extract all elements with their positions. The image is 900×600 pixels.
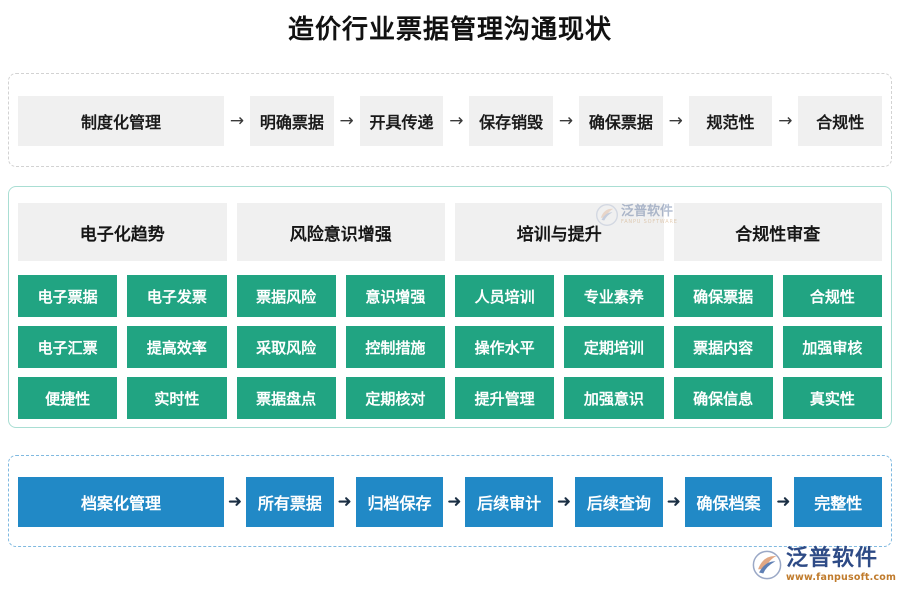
tag-cell[interactable]: 加强审核 (782, 326, 882, 368)
bottom-flow-step-5[interactable]: 确保档案 (684, 477, 773, 527)
arrow-right-icon: ➜ (556, 491, 572, 512)
bottom-flow-row: 档案化管理 ➜ 所有票据 ➜ 归档保存 ➜ 后续审计 ➜ 后续查询 ➜ 确保档案… (18, 477, 883, 527)
top-flow-step-3[interactable]: 保存销毁 (469, 96, 554, 146)
category-header-training[interactable]: 培训与提升 (455, 203, 664, 261)
tag-grid-row: 电子票据 电子发票 票据风险 意识增强 人员培训 专业素养 确保票据 合规性 (18, 275, 882, 317)
tag-cell[interactable]: 真实性 (782, 377, 882, 419)
category-header-electronic[interactable]: 电子化趋势 (18, 203, 227, 261)
tag-cell[interactable]: 意识增强 (345, 275, 445, 317)
tag-cell[interactable]: 确保票据 (673, 275, 773, 317)
top-flow-step-4[interactable]: 确保票据 (579, 96, 663, 146)
arrow-right-icon: → (778, 110, 793, 131)
page-title: 造价行业票据管理沟通现状 (287, 15, 612, 45)
tag-cell[interactable]: 实时性 (127, 377, 227, 419)
top-flow-step-2[interactable]: 开具传递 (359, 96, 444, 146)
arrow-right-icon: ➜ (337, 491, 352, 512)
category-header-row: 电子化趋势 风险意识增强 培训与提升 合规性审查 (18, 203, 882, 261)
top-flow-row: 制度化管理 → 明确票据 → 开具传递 → 保存销毁 → 确保票据 → 规范性 … (18, 96, 883, 146)
arrow-right-icon: → (558, 110, 574, 131)
tag-cell[interactable]: 定期培训 (564, 326, 664, 368)
tag-grid-row: 电子汇票 提高效率 采取风险 控制措施 操作水平 定期培训 票据内容 加强审核 (18, 326, 882, 368)
tag-cell[interactable]: 票据内容 (673, 326, 773, 368)
arrow-right-icon: ➜ (447, 491, 462, 512)
bottom-flow-step-6[interactable]: 完整性 (794, 477, 883, 527)
category-header-compliance[interactable]: 合规性审查 (673, 203, 882, 261)
arrow-right-icon: → (668, 110, 683, 131)
brand-text: 泛普软件 www.fanpusoft.com (786, 548, 896, 583)
tag-cell[interactable]: 定期核对 (345, 377, 445, 419)
tag-cell[interactable]: 加强意识 (564, 377, 664, 419)
tag-grid: 电子票据 电子发票 票据风险 意识增强 人员培训 专业素养 确保票据 合规性 电… (18, 275, 882, 419)
top-flow-step-1[interactable]: 明确票据 (250, 96, 334, 146)
bottom-flow-step-1[interactable]: 所有票据 (246, 477, 334, 527)
tag-cell[interactable]: 票据盘点 (236, 377, 336, 419)
tag-cell[interactable]: 提升管理 (455, 377, 555, 419)
brand-name: 泛普软件 (786, 546, 879, 571)
arrow-right-icon: → (339, 110, 354, 131)
bottom-flow-step-4[interactable]: 后续查询 (575, 477, 663, 527)
tag-cell[interactable]: 票据风险 (236, 275, 336, 317)
brand-url: www.fanpusoft.com (786, 572, 897, 583)
tag-cell[interactable]: 提高效率 (127, 326, 227, 368)
archive-management-panel: 档案化管理 ➜ 所有票据 ➜ 归档保存 ➜ 后续审计 ➜ 后续查询 ➜ 确保档案… (8, 455, 892, 547)
tag-cell[interactable]: 控制措施 (345, 326, 445, 368)
tag-cell[interactable]: 专业素养 (564, 275, 664, 317)
tag-cell[interactable]: 便捷性 (18, 377, 118, 419)
bottom-flow-step-3[interactable]: 后续审计 (465, 477, 554, 527)
top-flow-step-6[interactable]: 合规性 (798, 96, 883, 146)
bottom-flow-lead[interactable]: 档案化管理 (18, 477, 224, 527)
top-flow-lead[interactable]: 制度化管理 (18, 96, 224, 146)
institutional-management-panel: 制度化管理 → 明确票据 → 开具传递 → 保存销毁 → 确保票据 → 规范性 … (8, 73, 892, 167)
category-header-risk[interactable]: 风险意识增强 (236, 203, 445, 261)
brand-logo: 泛普软件 www.fanpusoft.com (752, 548, 896, 583)
tag-cell[interactable]: 合规性 (782, 275, 882, 317)
arrow-right-icon: ➜ (666, 491, 681, 512)
arrow-right-icon: ➜ (776, 491, 791, 512)
bottom-flow-step-2[interactable]: 归档保存 (355, 477, 444, 527)
tag-cell[interactable]: 操作水平 (455, 326, 555, 368)
top-flow-step-5[interactable]: 规范性 (688, 96, 773, 146)
arrow-right-icon: → (229, 110, 245, 131)
fanpu-leaf-icon (752, 550, 782, 580)
categories-panel: 电子化趋势 风险意识增强 培训与提升 合规性审查 电子票据 电子发票 票据风险 … (8, 186, 892, 428)
arrow-right-icon: → (449, 110, 464, 131)
tag-cell[interactable]: 电子票据 (18, 275, 118, 317)
tag-grid-row: 便捷性 实时性 票据盘点 定期核对 提升管理 加强意识 确保信息 真实性 (18, 377, 882, 419)
tag-cell[interactable]: 人员培训 (455, 275, 555, 317)
tag-cell[interactable]: 确保信息 (673, 377, 773, 419)
tag-cell[interactable]: 电子汇票 (18, 326, 118, 368)
tag-cell[interactable]: 采取风险 (236, 326, 336, 368)
arrow-right-icon: ➜ (227, 491, 243, 512)
tag-cell[interactable]: 电子发票 (127, 275, 227, 317)
